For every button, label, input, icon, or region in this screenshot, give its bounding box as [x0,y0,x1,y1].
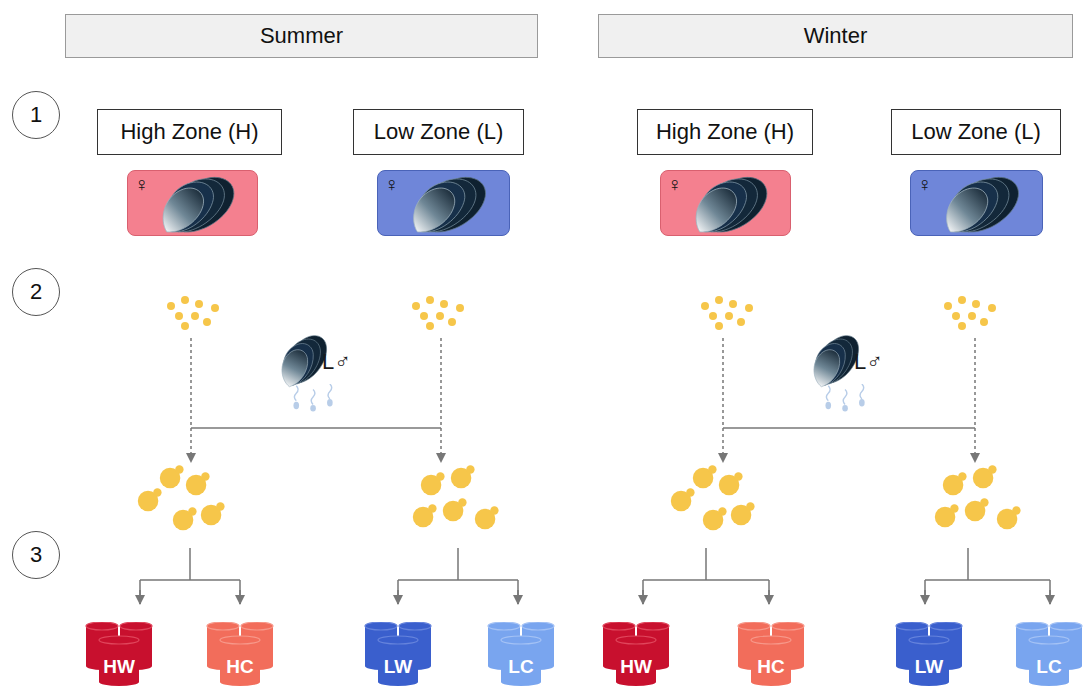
zone-box: Low Zone (L) [891,109,1061,155]
step-number: 2 [12,268,60,316]
culture-tanks: HC [736,622,806,686]
culture-tanks: LW [363,622,433,686]
female-mussel-box: ♀ [910,170,1043,236]
node-text: Low Zone (L) [374,119,504,145]
node-text: ♀ [134,173,149,196]
female-mussel-box: ♀ [127,170,258,236]
node-text: Low Zone (L) [911,119,1041,145]
node-text: Summer [260,23,343,49]
culture-tanks: HC [205,622,275,686]
node-text: LW [915,656,944,678]
male-label: L♂ [322,349,351,375]
node-text: High Zone (H) [120,119,258,145]
node-text: ♀ [917,173,932,196]
female-mussel-box: ♀ [377,170,510,236]
node-text: 3 [30,542,42,568]
male-label: L♂ [854,349,883,375]
node-text: ♀ [384,173,399,196]
node-text: LC [1036,656,1061,678]
node-text: LW [384,656,413,678]
node-text: 1 [30,102,42,128]
culture-tanks: LW [894,622,964,686]
node-text: HW [620,656,652,678]
zone-box: High Zone (H) [637,109,813,155]
culture-tanks: HW [601,622,671,686]
step-number: 1 [12,91,60,139]
culture-tanks: LC [486,622,556,686]
step-number: 3 [12,531,60,579]
zone-box: High Zone (H) [97,109,282,155]
node-text: HC [757,656,784,678]
zone-box: Low Zone (L) [353,109,524,155]
female-mussel-box: ♀ [660,170,791,236]
culture-tanks: HW [84,622,154,686]
node-text: LC [508,656,533,678]
culture-tanks: LC [1014,622,1084,686]
node-text: Winter [804,23,868,49]
node-text: HC [226,656,253,678]
node-text: HW [103,656,135,678]
season-band: Summer [65,14,538,58]
node-text: ♀ [667,173,682,196]
season-band: Winter [598,14,1073,58]
node-text: High Zone (H) [656,119,794,145]
node-text: 2 [30,279,42,305]
